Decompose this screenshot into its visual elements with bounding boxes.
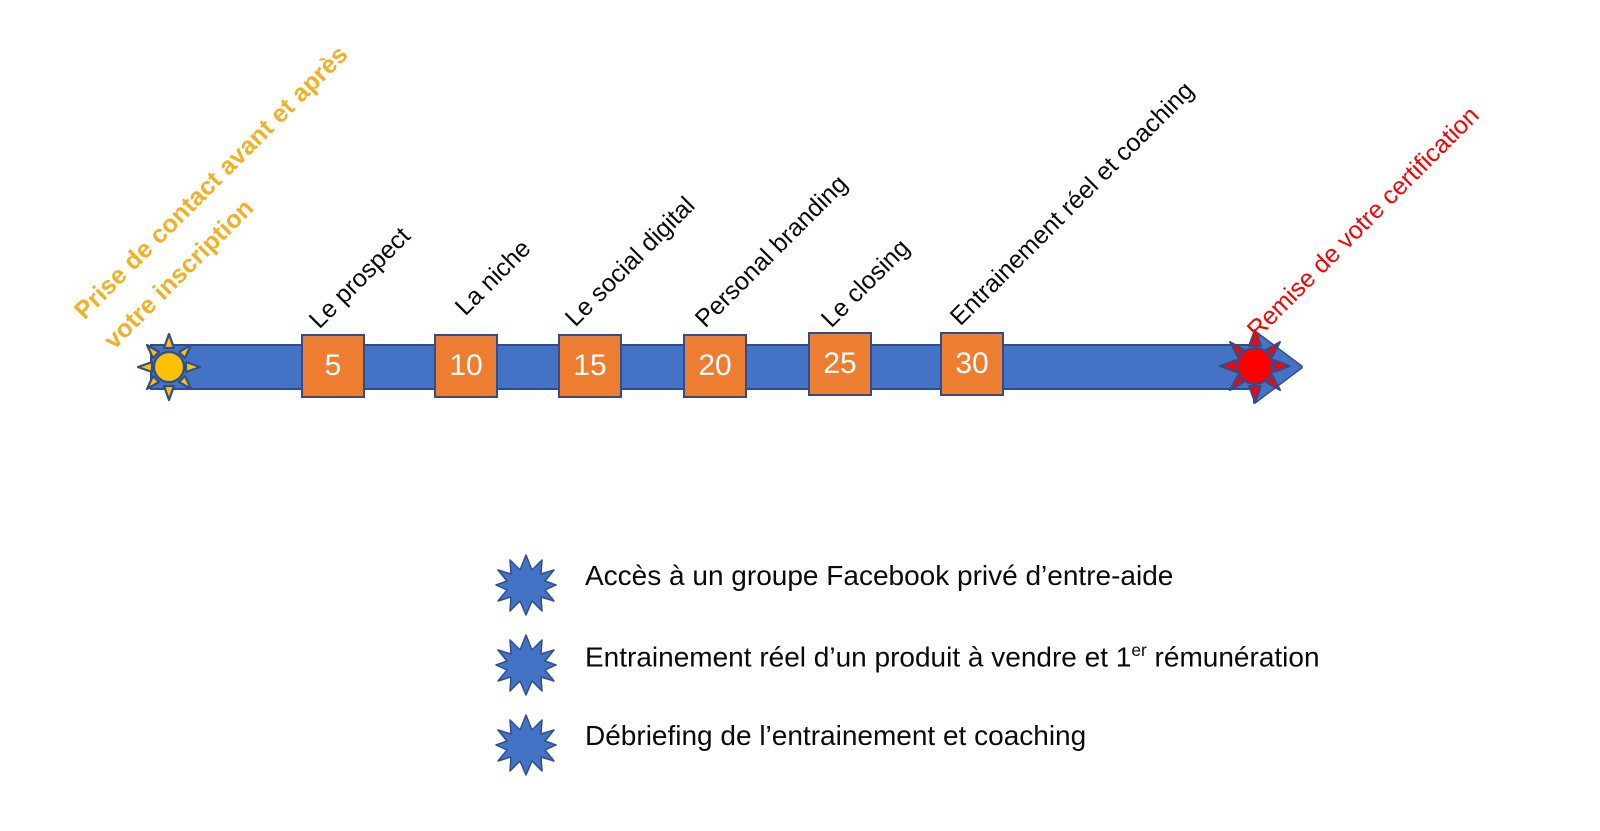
legend: Accès à un groupe Facebook privé d’entre… [495, 548, 1495, 788]
end-marker-label: Remise de votre certification [1241, 101, 1485, 345]
milestone-box-3[interactable]: 15 [558, 334, 622, 398]
start-marker-label-line2: votre inscription [98, 193, 260, 355]
milestone-box-6[interactable]: 30 [940, 332, 1004, 396]
end-burst-icon [1218, 328, 1292, 404]
milestone-box-5[interactable]: 25 [808, 332, 872, 396]
legend-item-1-text: Accès à un groupe Facebook privé d’entre… [585, 560, 1174, 591]
blue-burst-icon [495, 554, 557, 616]
blue-burst-icon [495, 634, 557, 696]
blue-burst-icon [495, 714, 557, 776]
milestone-label-entrainement-reel-et-coaching: Entrainement réel et coaching [944, 76, 1200, 332]
milestone-label-la-niche: La niche [449, 234, 537, 322]
start-sun-icon [136, 332, 202, 402]
milestone-box-1[interactable]: 5 [301, 334, 365, 398]
legend-item-2-text-before: Entrainement réel d’un produit à vendre … [585, 641, 1132, 673]
legend-item-3: Débriefing de l’entrainement et coaching [495, 708, 1495, 788]
legend-item-3-text: Débriefing de l’entrainement et coaching [585, 720, 1087, 751]
legend-item-2-text-after: rémunération [1146, 641, 1320, 673]
milestone-label-le-closing: Le closing [815, 233, 916, 334]
legend-item-2: Entrainement réel d’un produit à vendre … [495, 628, 1495, 708]
legend-item-2-superscript: er [1131, 640, 1147, 660]
milestone-box-4[interactable]: 20 [683, 334, 747, 398]
milestone-box-2[interactable]: 10 [434, 334, 498, 398]
milestone-label-le-social-digital: Le social digital [559, 191, 701, 333]
milestone-label-le-prospect: Le prospect [303, 221, 416, 335]
legend-item-2-text: Entrainement réel d’un produit à vendre … [585, 640, 1320, 673]
legend-item-1: Accès à un groupe Facebook privé d’entre… [495, 548, 1495, 628]
start-marker-label-line1: Prise de contact avant et après [68, 40, 354, 325]
